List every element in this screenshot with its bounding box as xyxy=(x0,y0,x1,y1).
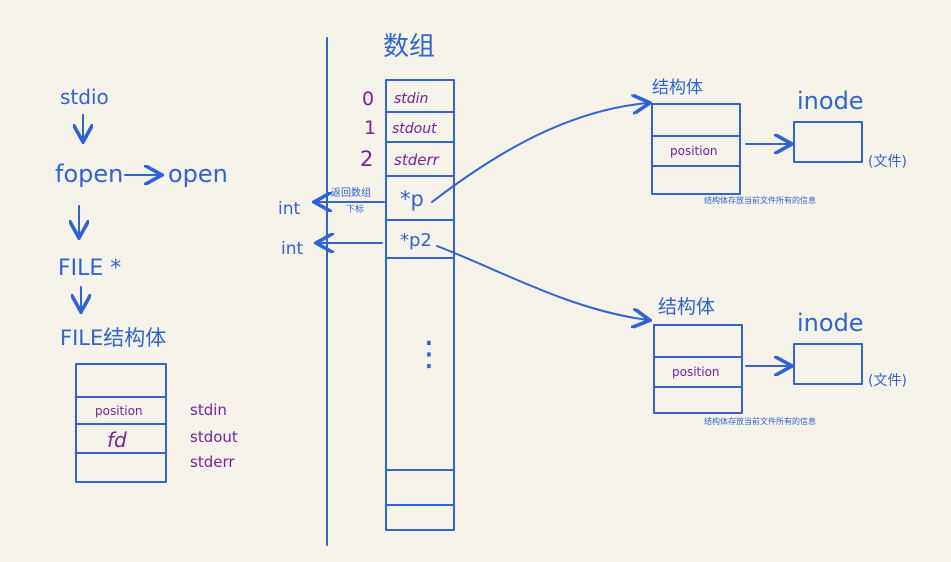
return-note-line2: 下标 xyxy=(346,203,364,215)
array-ellipsis: ⋮ xyxy=(412,334,446,374)
arrow-p2-to-struct2 xyxy=(436,245,648,320)
stdio-label: stdio xyxy=(60,85,109,109)
array-row-stdout: stdout xyxy=(392,121,437,137)
file-struct-position: position xyxy=(95,404,143,418)
struct2-position: position xyxy=(672,365,720,379)
struct2-box: position xyxy=(653,324,743,414)
struct1-title: 结构体 xyxy=(652,78,703,98)
int-label-2: int xyxy=(281,239,303,259)
arrow-p-to-struct1 xyxy=(431,103,648,203)
int-label-1: int xyxy=(278,199,300,219)
struct2-inode-box xyxy=(793,343,863,385)
std-label-stdin: stdin xyxy=(190,401,227,419)
struct2-file-label: (文件) xyxy=(868,373,907,389)
file-struct-box: position fd xyxy=(75,363,167,483)
struct2-note: 结构体存放当前文件所有的信息 xyxy=(704,416,816,426)
array-row-p: *p xyxy=(400,187,424,211)
struct1-note: 结构体存放当前文件所有的信息 xyxy=(704,195,816,205)
file-pointer-label: FILE * xyxy=(58,256,121,281)
struct2-inode-title: inode xyxy=(797,309,864,337)
file-struct-label: FILE结构体 xyxy=(60,326,166,350)
struct1-box: position xyxy=(651,103,741,195)
std-label-stderr: stderr xyxy=(190,453,235,471)
array-box xyxy=(385,79,455,531)
array-title: 数组 xyxy=(383,32,435,62)
array-index-0: 0 xyxy=(362,88,374,110)
return-note-line1: 返回数组 xyxy=(331,186,371,199)
array-row-p2: *p2 xyxy=(400,230,432,251)
struct1-file-label: (文件) xyxy=(868,154,907,170)
struct1-position: position xyxy=(670,144,718,158)
struct1-inode-title: inode xyxy=(797,87,864,115)
open-label: open xyxy=(168,160,228,188)
struct2-title: 结构体 xyxy=(658,296,715,318)
file-struct-fd: fd xyxy=(107,428,127,452)
struct1-inode-box xyxy=(793,121,863,163)
array-row-stdin: stdin xyxy=(394,91,428,107)
std-label-stdout: stdout xyxy=(190,428,238,446)
array-index-1: 1 xyxy=(364,117,376,139)
array-index-2: 2 xyxy=(360,147,373,171)
array-row-stderr: stderr xyxy=(394,151,440,169)
fopen-label: fopen xyxy=(55,160,123,188)
